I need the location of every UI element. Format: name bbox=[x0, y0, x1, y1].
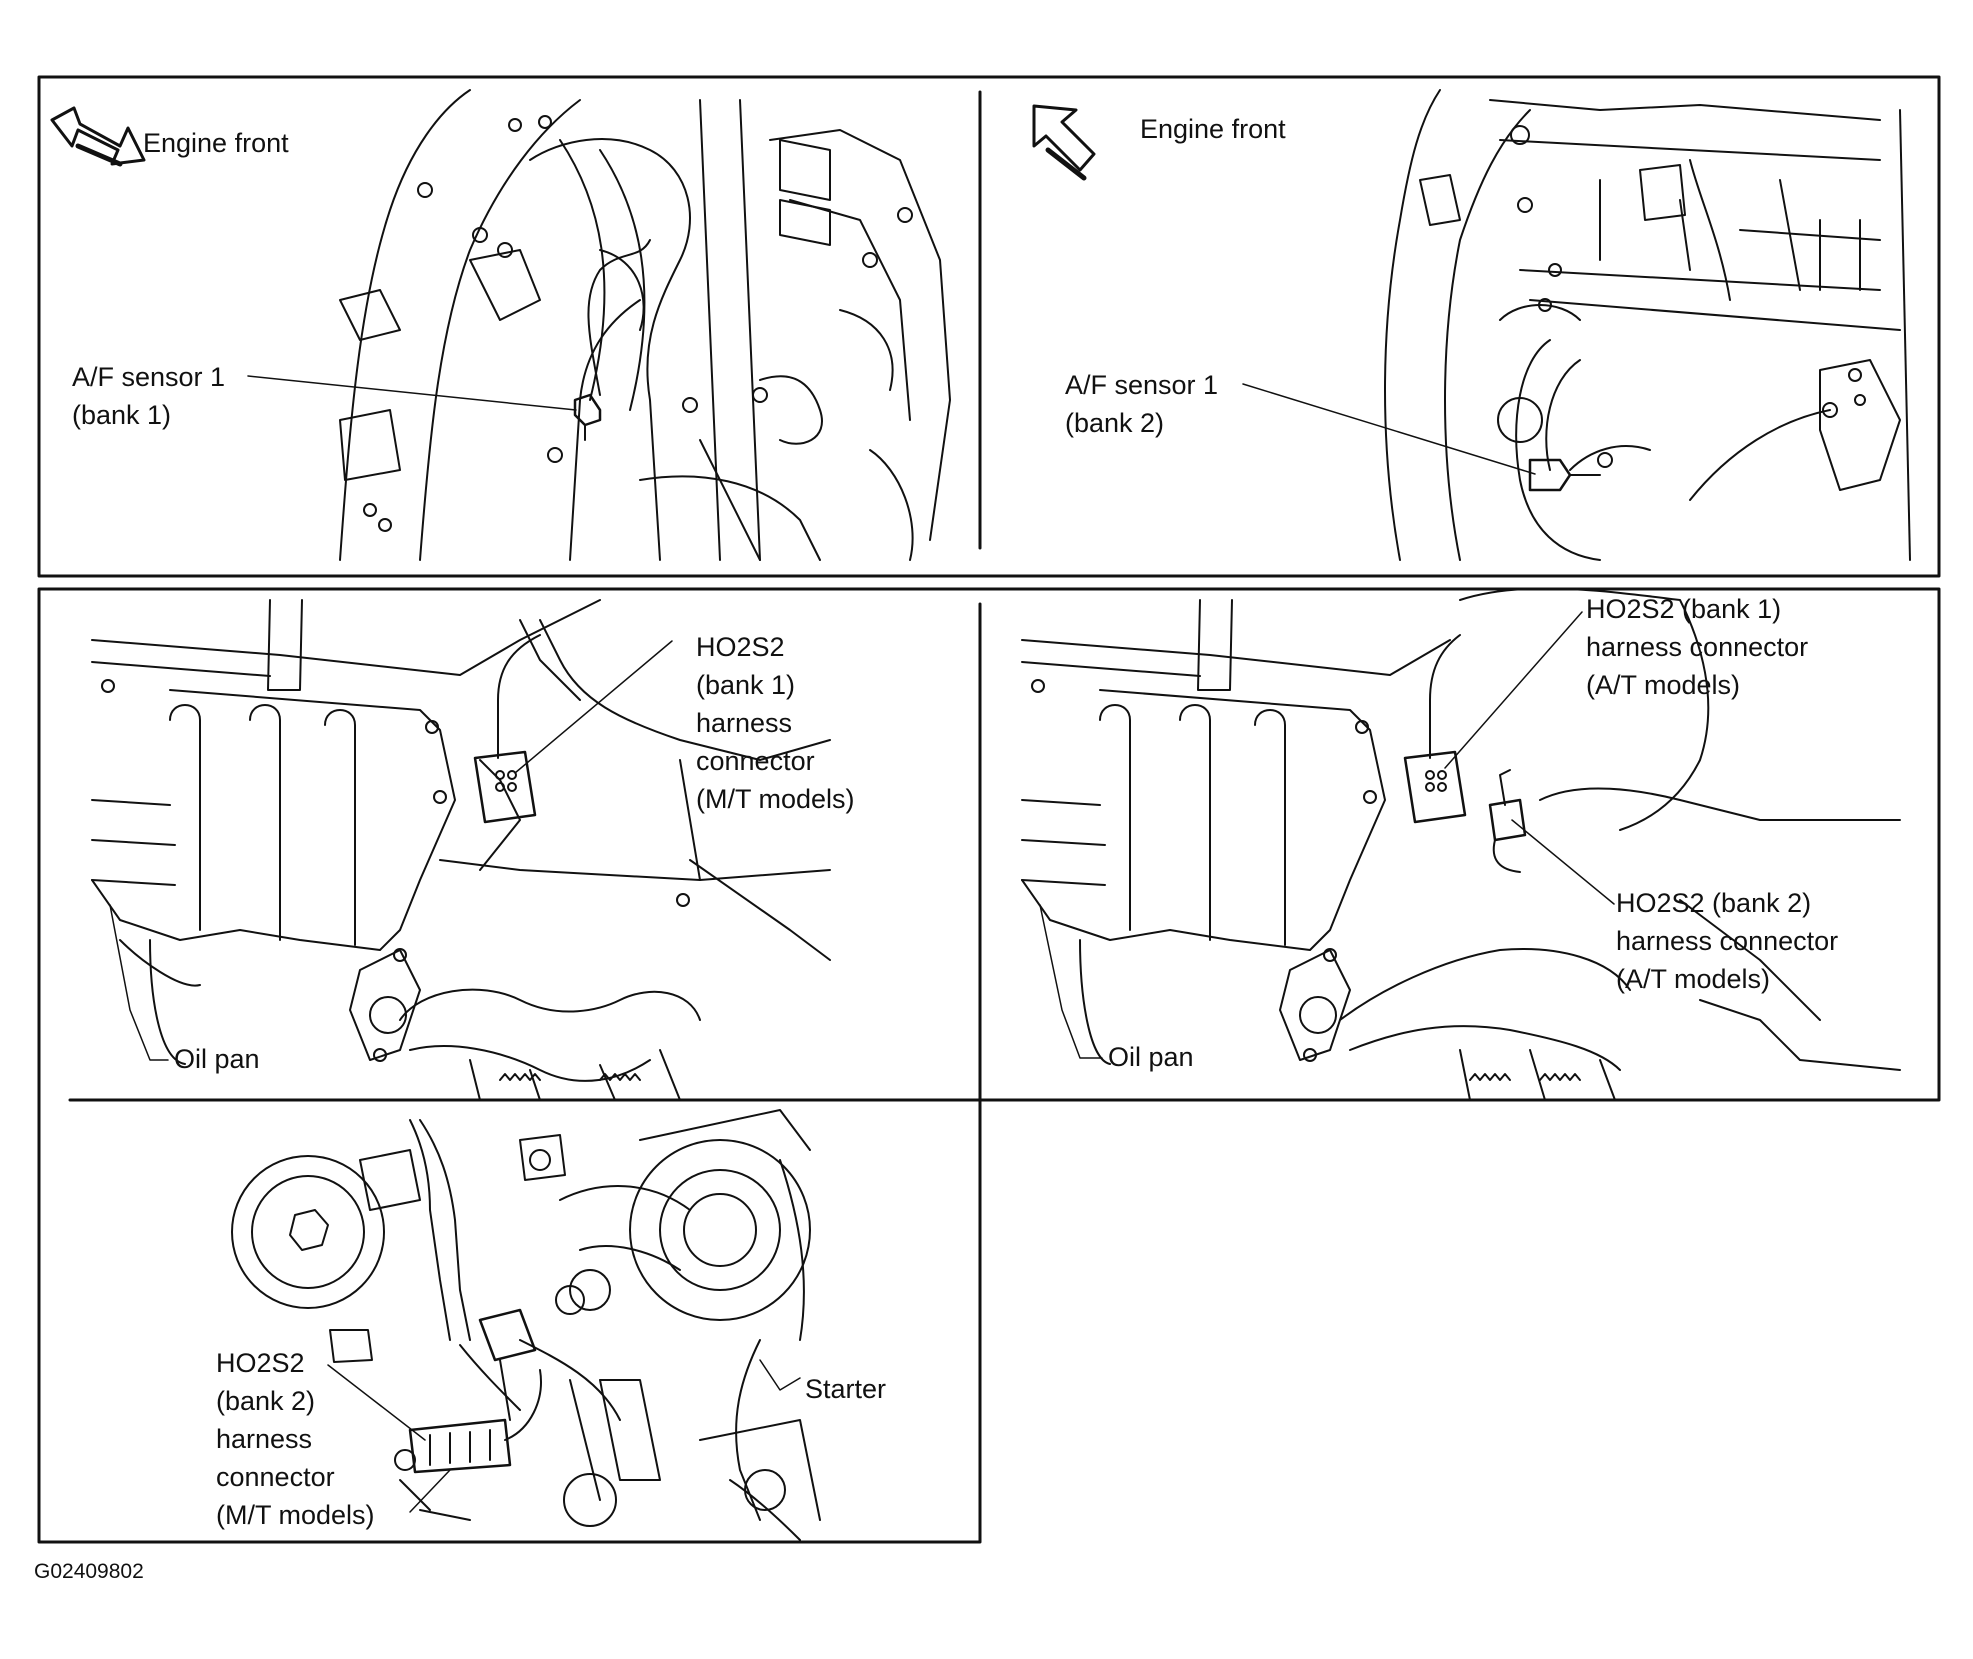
ho2s2-bank2-mt-line1: HO2S2 bbox=[216, 1348, 305, 1378]
ho2s2-bank1-at-line3: (A/T models) bbox=[1586, 670, 1741, 700]
ho2s2-bank2-at-line1: HO2S2 (bank 2) bbox=[1616, 888, 1812, 918]
ho2s2-bank1-at-line2: harness connector bbox=[1586, 632, 1809, 662]
af-sensor-bank1-line1: A/F sensor 1 bbox=[72, 362, 226, 392]
starter-leader bbox=[759, 1359, 801, 1391]
ho2s2-bank1-mt-line1: HO2S2 bbox=[696, 632, 785, 662]
bank1-af-sensor-artwork bbox=[339, 89, 951, 561]
figure-id: G02409802 bbox=[34, 1560, 144, 1583]
af-sensor-bank2-leader bbox=[1242, 383, 1536, 475]
af-sensor-bank1-line2: (bank 1) bbox=[72, 400, 172, 430]
ho2s2-bank2-at-leader bbox=[1511, 819, 1615, 905]
ho2s2-bank1-at-label: HO2S2 (bank 1) harness connector (A/T mo… bbox=[1586, 590, 1808, 704]
oil-pan-leader-1 bbox=[109, 904, 169, 1061]
top-frame bbox=[37, 75, 1941, 578]
oil-pan-label-1: Oil pan bbox=[174, 1044, 260, 1074]
ho2s2-bank1-mt-line3: harness bbox=[696, 708, 793, 738]
ho2s2-bank2-mt-line2: (bank 2) bbox=[216, 1386, 316, 1416]
middle-left-artwork bbox=[91, 599, 831, 1101]
ho2s2-bank1-mt-line5: (M/T models) bbox=[696, 784, 855, 814]
engine-front-label-2: Engine front bbox=[1140, 114, 1286, 144]
engine-front-arrow-1 bbox=[50, 106, 146, 166]
ho2s2-bank2-mt-line3: harness bbox=[216, 1424, 313, 1454]
bank2-af-sensor-artwork bbox=[1384, 89, 1911, 561]
engine-front-label-1: Engine front bbox=[143, 128, 289, 158]
ho2s2-bank2-mt-line5: (M/T models) bbox=[216, 1500, 375, 1530]
ho2s2-bank1-mt-line4: connector bbox=[696, 746, 815, 776]
ho2s2-bank1-mt-leader bbox=[514, 640, 673, 774]
ho2s2-bank1-mt-line2: (bank 1) bbox=[696, 670, 796, 700]
oil-pan-leader-2 bbox=[1039, 904, 1103, 1059]
af-sensor-bank1-leader bbox=[247, 375, 577, 411]
bottom-left-artwork bbox=[231, 1109, 821, 1541]
ho2s2-bank2-mt-leader bbox=[327, 1364, 426, 1441]
starter-label: Starter bbox=[805, 1374, 887, 1404]
af-sensor-bank2-line1: A/F sensor 1 bbox=[1065, 370, 1219, 400]
af-sensor-bank1-label: A/F sensor 1 (bank 1) bbox=[72, 358, 225, 434]
af-sensor-bank2-line2: (bank 2) bbox=[1065, 408, 1165, 438]
ho2s2-bank2-mt-label: HO2S2 (bank 2) harness connector (M/T mo… bbox=[216, 1344, 375, 1534]
af-sensor-bank2-label: A/F sensor 1 (bank 2) bbox=[1065, 366, 1218, 442]
ho2s2-bank2-mt-leader-tail bbox=[409, 1469, 451, 1513]
middle-right-artwork bbox=[1021, 587, 1901, 1101]
ho2s2-bank2-at-label: HO2S2 (bank 2) harness connector (A/T mo… bbox=[1616, 884, 1838, 998]
ho2s2-bank1-at-leader bbox=[1444, 611, 1583, 769]
engine-front-arrow-2 bbox=[1032, 104, 1096, 172]
ho2s2-bank2-at-line2: harness connector bbox=[1616, 926, 1839, 956]
ho2s2-bank1-at-line1: HO2S2 (bank 1) bbox=[1586, 594, 1782, 624]
oil-pan-label-2: Oil pan bbox=[1108, 1042, 1194, 1072]
ho2s2-bank2-at-line3: (A/T models) bbox=[1616, 964, 1771, 994]
ho2s2-bank2-mt-line4: connector bbox=[216, 1462, 335, 1492]
ho2s2-bank1-mt-label: HO2S2 (bank 1) harness connector (M/T mo… bbox=[696, 628, 855, 818]
